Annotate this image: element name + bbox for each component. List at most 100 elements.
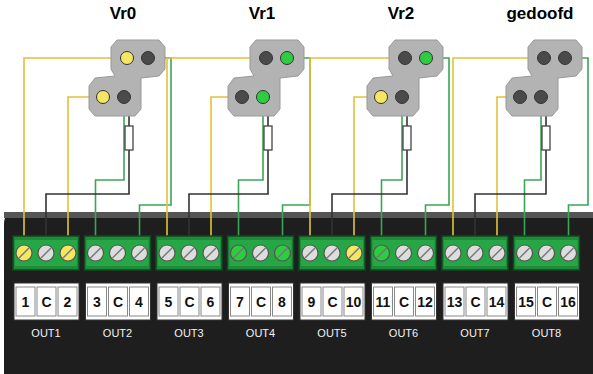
terminal-screw: [346, 245, 362, 261]
screw-slot: [135, 248, 145, 258]
screw-slot: [206, 248, 216, 258]
signal-wire: [354, 97, 375, 246]
screw-slot: [492, 248, 502, 258]
terminal-screw: [16, 245, 32, 261]
label-cell: [130, 287, 149, 316]
screw-slot: [19, 248, 29, 258]
terminal-screw: [396, 245, 412, 261]
terminal-face: [444, 240, 506, 266]
pin-label: C: [113, 294, 123, 310]
label-cell: [37, 287, 56, 316]
label-cell: [159, 287, 178, 316]
signal-head: [367, 40, 443, 116]
terminal-screw: [489, 245, 505, 261]
terminal-screw: [181, 245, 197, 261]
terminal-block: [442, 236, 508, 270]
output-name: OUT1: [31, 327, 60, 340]
screw-slot: [184, 248, 194, 258]
output-name: OUT2: [103, 327, 132, 340]
signal-lamp: [420, 52, 433, 65]
terminal-face: [516, 240, 578, 266]
signal-lamp: [399, 52, 412, 65]
label-cell: [58, 287, 77, 316]
common-wire: [475, 110, 546, 246]
signal-wire: [96, 103, 125, 246]
pin-label: C: [256, 294, 266, 310]
signal-lamp: [281, 52, 294, 65]
terminal-screw: [302, 245, 318, 261]
resistor-symbol: [542, 126, 550, 150]
pin-label: 13: [447, 294, 463, 310]
resistor-symbol: [264, 126, 272, 150]
screw-slot: [278, 248, 288, 258]
terminal-face: [15, 240, 77, 266]
label-cell: [416, 287, 435, 316]
label-cell: [538, 287, 557, 316]
terminal-screw: [132, 245, 148, 261]
label-strip: [14, 283, 79, 320]
label-cell: [201, 287, 220, 316]
label-strip: [443, 283, 508, 320]
terminal-face: [230, 240, 292, 266]
signal-lamp: [97, 91, 110, 104]
screw-slot: [113, 248, 123, 258]
pin-label: 3: [93, 294, 101, 310]
label-cell: [445, 287, 464, 316]
signal-lamp: [559, 52, 572, 65]
controller-board: [4, 212, 593, 374]
pin-label: 14: [489, 294, 505, 310]
terminal-block: [514, 236, 580, 270]
screw-slot: [448, 248, 458, 258]
label-cell: [395, 287, 414, 316]
terminal-screw: [517, 245, 533, 261]
label-strip: [86, 283, 151, 320]
label-cell: [16, 287, 35, 316]
resistor-symbol: [403, 126, 411, 150]
terminal-screw: [561, 245, 577, 261]
terminal-block: [371, 236, 437, 270]
common-wire: [46, 110, 129, 246]
label-cell: [180, 287, 199, 316]
signal-head: [506, 40, 582, 116]
label-cell: [559, 287, 578, 316]
output-name: OUT5: [317, 327, 346, 340]
pin-label: 11: [376, 294, 391, 310]
label-strip: [157, 283, 222, 320]
label-cell: [517, 287, 536, 316]
aspect-label: Vr1: [249, 4, 275, 24]
pin-label: C: [327, 294, 337, 310]
signal-wire: [569, 58, 589, 246]
pin-label: C: [41, 294, 51, 310]
signal-head: [89, 40, 165, 116]
signal-lamp: [142, 52, 155, 65]
terminal-screw: [445, 245, 461, 261]
screw-slot: [520, 248, 530, 258]
pin-label: 8: [278, 294, 286, 310]
terminal-face: [373, 240, 435, 266]
signal-lamp: [535, 91, 548, 104]
label-cell: [323, 287, 342, 316]
terminal-screw: [231, 245, 247, 261]
aspect-label: Vr2: [388, 4, 414, 24]
label-cell: [466, 287, 485, 316]
screw-slot: [234, 248, 244, 258]
common-wire: [189, 110, 268, 246]
screw-slot: [349, 248, 359, 258]
pin-label: 6: [207, 294, 215, 310]
screw-slot: [91, 248, 101, 258]
label-cell: [344, 287, 363, 316]
signal-lamp: [260, 52, 273, 65]
terminal-face: [158, 240, 220, 266]
label-cell: [302, 287, 321, 316]
signal-lamp: [396, 91, 409, 104]
terminal-screw: [60, 245, 76, 261]
label-strip: [515, 283, 580, 320]
pin-label: 4: [135, 294, 143, 310]
output-name: OUT4: [246, 327, 275, 340]
pin-label: C: [184, 294, 194, 310]
terminal-screw: [418, 245, 434, 261]
terminal-screw: [203, 245, 219, 261]
pin-label: 12: [417, 294, 433, 310]
pin-label: C: [399, 294, 409, 310]
